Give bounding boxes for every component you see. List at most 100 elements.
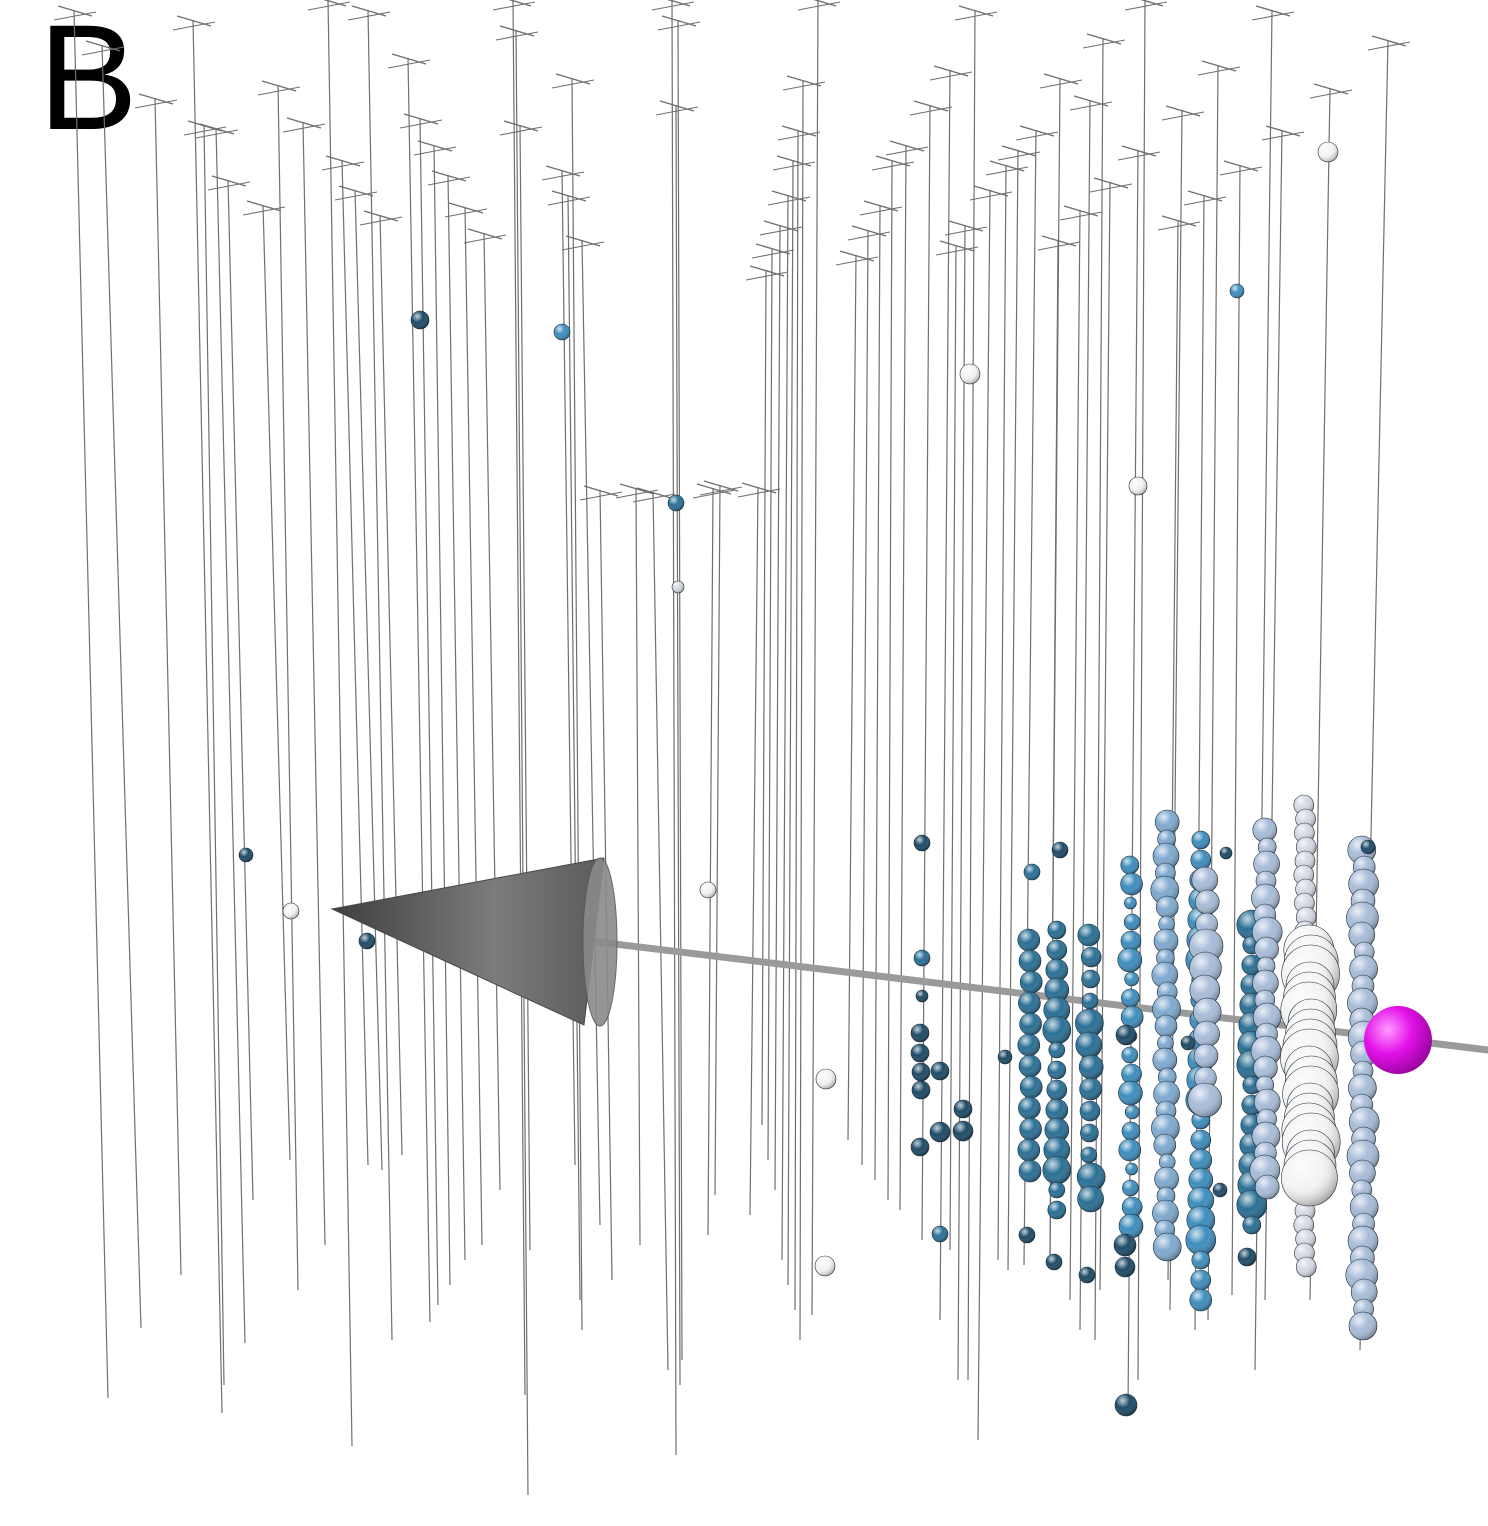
dom-hit [1017, 1033, 1041, 1057]
detector-string [772, 155, 816, 1286]
dom-hit [1114, 1256, 1136, 1278]
string-crossbar [703, 480, 739, 492]
string-crossbar [1069, 101, 1113, 111]
detector-string [1219, 160, 1263, 1296]
dom-hit [1123, 913, 1141, 931]
string-crossbar [935, 246, 979, 256]
dom-hit [1121, 1121, 1141, 1141]
hit-shading [1152, 1048, 1177, 1072]
dom-hit [1115, 1024, 1137, 1046]
string-line [447, 174, 466, 1261]
dom-hit [1192, 997, 1222, 1027]
string-line [571, 77, 583, 1331]
string-crossbar [909, 106, 953, 116]
string-line [192, 19, 223, 1414]
hit-shading [1045, 959, 1068, 981]
dom-hit [929, 1121, 951, 1143]
string-line [861, 229, 869, 1166]
dom-hit [913, 834, 931, 852]
hit-shading [1253, 851, 1280, 877]
string-line [483, 232, 501, 1191]
hit-shading [1152, 1200, 1179, 1226]
dom-hit [959, 363, 981, 385]
string-line [949, 244, 957, 1251]
hit-shading [1079, 1055, 1104, 1079]
track-line [594, 938, 1488, 1054]
hit-shading [1122, 1122, 1140, 1140]
string-crossbar [338, 185, 374, 197]
hit-shading [1081, 947, 1102, 967]
string-crossbar [463, 234, 507, 244]
string-crossbar [875, 155, 911, 167]
dom-hit [1242, 1075, 1262, 1095]
dom-hit [815, 1068, 837, 1090]
hit-shading [960, 364, 980, 384]
string-crossbar [813, 0, 837, 7]
dom-hit [1047, 1060, 1067, 1080]
string-line [1049, 77, 1061, 1256]
string-line [1069, 209, 1081, 1301]
hit-shading [1152, 995, 1181, 1023]
string-crossbar [413, 146, 457, 156]
hit-shading [1019, 1227, 1035, 1243]
detector-string [547, 190, 591, 1301]
hit-shading [668, 495, 684, 511]
string-crossbar [692, 489, 736, 499]
dom-hit [1075, 1008, 1104, 1038]
string-line [1094, 37, 1104, 1341]
dom-hit [910, 1043, 930, 1063]
string-crossbar [1124, 1, 1168, 11]
dom-hit [671, 580, 685, 594]
string-line [1099, 181, 1111, 1291]
hit-shading [359, 933, 375, 949]
dom-hit [1187, 1082, 1223, 1118]
dom-hit [1048, 1041, 1066, 1059]
dom-hit [1188, 1167, 1214, 1193]
hit-shading [1121, 1047, 1138, 1063]
string-line [341, 159, 369, 1166]
string-crossbar [985, 166, 1029, 176]
string-line [581, 239, 601, 1226]
hit-shading [1120, 856, 1139, 874]
dom-hit [1189, 1288, 1213, 1312]
dom-hit [1189, 974, 1221, 1006]
dom-hit [1121, 988, 1140, 1008]
hit-shading [1242, 1216, 1261, 1234]
string-crossbar [1309, 89, 1353, 99]
dom-hit [953, 1099, 973, 1119]
hit-shading [1252, 970, 1279, 996]
dom-hit [1252, 1002, 1282, 1032]
dom-hit [1018, 991, 1041, 1015]
hit-shading [1020, 971, 1043, 993]
string-crossbar [885, 146, 929, 156]
string-crossbar [699, 486, 743, 496]
hit-shading [1046, 1254, 1062, 1270]
hit-shading [998, 1050, 1012, 1064]
detector-string [1059, 205, 1103, 1301]
string-crossbar [969, 191, 1013, 201]
dom-hit [910, 1137, 930, 1157]
detector-string [359, 210, 403, 1156]
hit-shading [1042, 1156, 1071, 1184]
dom-hit [1190, 1269, 1212, 1291]
string-crossbar [939, 240, 975, 252]
hit-shading [912, 1063, 930, 1081]
dom-hit [1349, 1192, 1379, 1222]
dom-hit [1237, 1247, 1257, 1267]
hit-shading [1118, 1081, 1143, 1105]
dom-hit [282, 902, 300, 920]
string-crossbar [444, 208, 488, 218]
hit-shading [1079, 1078, 1102, 1100]
detector-string [307, 0, 353, 1447]
string-line [433, 144, 451, 1286]
dom-hit [1193, 1043, 1219, 1069]
hit-shading [1241, 955, 1262, 975]
detector-string [651, 0, 695, 1456]
detector-string [782, 75, 826, 1341]
hit-shading [1181, 1036, 1195, 1050]
detector-string [183, 120, 227, 1386]
hit-shading [1187, 1083, 1222, 1117]
string-crossbar [1140, 0, 1164, 7]
string-crossbar [242, 206, 286, 216]
string-crossbar [1183, 196, 1227, 206]
